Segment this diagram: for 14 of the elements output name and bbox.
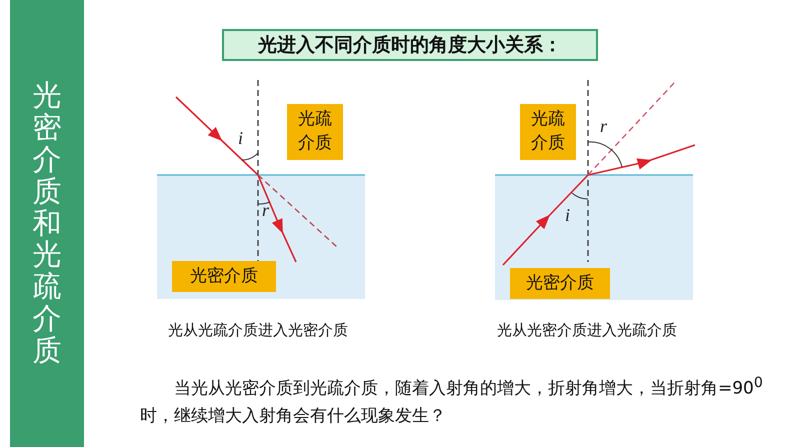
medium-label: 光疏介质 bbox=[287, 104, 343, 160]
figure-caption: 光从光疏介质进入光密介质 bbox=[168, 321, 348, 340]
question-paragraph: 当光从光密介质到光疏介质，随着入射角的增大，折射角增大，当折射角=90$^{0}$时，继续增大入射角会有什么现象发生？ bbox=[140, 374, 764, 428]
vertical-heading: 光密介质和光疏介质 bbox=[32, 80, 62, 367]
title-banner: 光进入不同介质时的角度大小关系： bbox=[222, 29, 598, 61]
sidebar-band bbox=[10, 0, 84, 447]
angle-label: r bbox=[262, 200, 270, 221]
angle-label: i bbox=[238, 128, 244, 149]
medium-label: 光疏介质 bbox=[520, 104, 576, 160]
angle-label: r bbox=[600, 116, 608, 137]
medium-label: 光密介质 bbox=[172, 261, 276, 292]
angle-label: i bbox=[565, 205, 570, 226]
medium-label: 光密介质 bbox=[510, 268, 610, 299]
figure-caption: 光从光密介质进入光疏介质 bbox=[497, 321, 677, 340]
